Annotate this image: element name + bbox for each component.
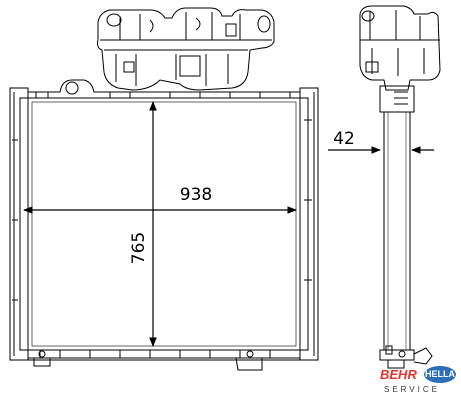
height-dimension-label: 765 (129, 232, 149, 264)
side-core (379, 85, 433, 369)
side-rails (9, 87, 319, 361)
bottom-header-tank (10, 349, 318, 371)
depth-dimension-label: 42 (333, 129, 355, 149)
width-dimension-label: 938 (180, 185, 212, 205)
front-view (9, 7, 319, 371)
behr-wordmark: BEHR (380, 367, 417, 382)
hella-badge-icon: HELLA (424, 366, 456, 383)
top-header-tank (27, 79, 301, 99)
behr-hella-logo: BEHR HELLA SERVICE (378, 366, 458, 397)
dimension-lines (23, 101, 434, 347)
radiator-core (27, 97, 301, 351)
side-view (359, 5, 441, 369)
side-expansion-tank (359, 5, 441, 91)
expansion-tank (97, 7, 275, 91)
service-tagline: SERVICE (384, 385, 440, 394)
